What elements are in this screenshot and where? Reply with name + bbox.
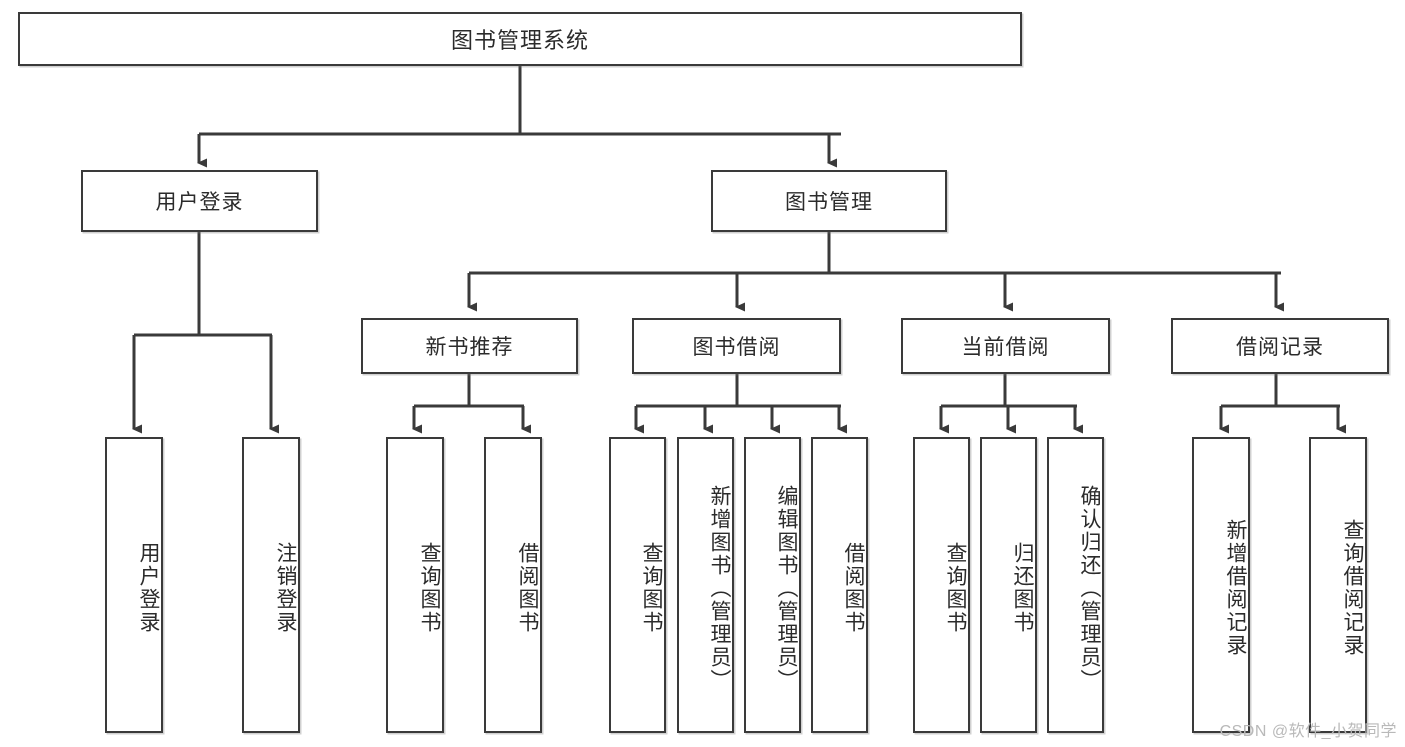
node-label: 新增图书（管理员） — [708, 484, 731, 692]
node-leaf-user-login[interactable]: 用户登录 — [105, 437, 163, 733]
node-leaf-borrow-book[interactable]: 借阅图书 — [811, 437, 868, 733]
node-label: 用户登录 — [137, 542, 160, 634]
node-label: 归还图书 — [1011, 542, 1034, 634]
node-leaf-query-borrow-record[interactable]: 查询借阅记录 — [1309, 437, 1367, 733]
node-label: 用户登录 — [155, 191, 244, 214]
node-leaf-confirm-return[interactable]: 确认归还（管理员） — [1047, 437, 1104, 733]
node-label: 借阅图书 — [516, 542, 539, 634]
node-label: 借阅记录 — [1236, 336, 1324, 359]
node-root-system[interactable]: 图书管理系统 — [18, 12, 1022, 66]
node-new-book-recommend[interactable]: 新书推荐 — [361, 318, 578, 374]
node-leaf-query-book-borrow[interactable]: 查询图书 — [609, 437, 666, 733]
node-label: 新增借阅记录 — [1224, 519, 1247, 657]
node-leaf-query-book-current[interactable]: 查询图书 — [913, 437, 970, 733]
node-leaf-query-book-recommend[interactable]: 查询图书 — [386, 437, 444, 733]
node-label: 查询借阅记录 — [1341, 519, 1364, 657]
node-label: 借阅图书 — [842, 542, 865, 634]
node-label: 图书借阅 — [692, 336, 781, 359]
csdn-watermark: CSDN @软件_小贺同学 — [1219, 723, 1397, 740]
node-book-borrow[interactable]: 图书借阅 — [632, 318, 841, 374]
node-borrow-record[interactable]: 借阅记录 — [1171, 318, 1389, 374]
node-leaf-logout-login[interactable]: 注销登录 — [242, 437, 300, 733]
node-label: 注销登录 — [274, 542, 297, 634]
node-current-borrow[interactable]: 当前借阅 — [901, 318, 1110, 374]
node-leaf-edit-book[interactable]: 编辑图书（管理员） — [744, 437, 801, 733]
node-leaf-add-borrow-record[interactable]: 新增借阅记录 — [1192, 437, 1250, 733]
node-label: 查询图书 — [640, 542, 663, 634]
node-label: 编辑图书（管理员） — [775, 484, 798, 692]
node-label: 新书推荐 — [425, 336, 514, 359]
node-book-management[interactable]: 图书管理 — [711, 170, 947, 232]
node-label: 图书管理 — [785, 191, 873, 214]
node-leaf-add-book[interactable]: 新增图书（管理员） — [677, 437, 734, 733]
node-label: 查询图书 — [418, 542, 441, 634]
node-label: 图书管理系统 — [450, 28, 589, 53]
node-leaf-borrow-book-recommend[interactable]: 借阅图书 — [484, 437, 542, 733]
node-label: 当前借阅 — [961, 336, 1050, 359]
node-user-login[interactable]: 用户登录 — [81, 170, 318, 232]
node-leaf-return-book[interactable]: 归还图书 — [980, 437, 1037, 733]
node-label: 确认归还（管理员） — [1078, 484, 1101, 692]
node-label: 查询图书 — [944, 542, 967, 634]
